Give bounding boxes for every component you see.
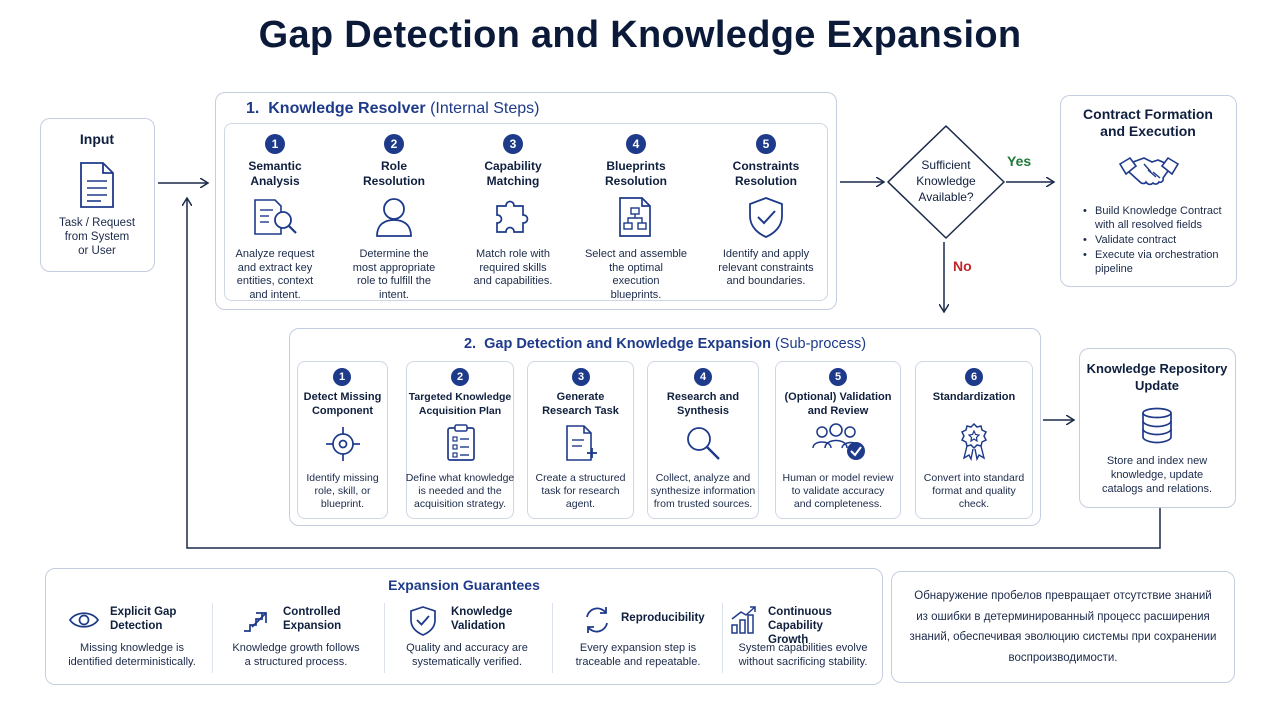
gap-heading: 2. Gap Detection and Knowledge Expansion…: [463, 336, 867, 352]
resolver-step-2-badge: 2: [384, 134, 404, 154]
resolver-heading: 1. Knowledge Resolver (Internal Steps): [246, 100, 540, 117]
search-document-icon: [254, 199, 297, 235]
document-icon: [80, 162, 114, 208]
checklist-icon: [447, 424, 475, 461]
gap-step-2-badge: 2: [451, 368, 469, 386]
resolver-step-4-badge: 4: [626, 134, 646, 154]
gap-detection-panel: 2. Gap Detection and Knowledge Expansion…: [289, 328, 1041, 526]
decision-no-label: No: [953, 258, 972, 274]
gap-step-6-title: Standardization: [932, 391, 1016, 403]
guarantee-divider: [722, 603, 723, 673]
growth-arrow-icon: [244, 612, 267, 632]
gap-step-4-badge: 4: [694, 368, 712, 386]
gap-step-3-badge: 3: [572, 368, 590, 386]
award-icon: [960, 422, 988, 462]
contract-bullet-2: Validate contract: [1083, 233, 1233, 247]
input-title: Input: [79, 131, 115, 147]
resolver-step-1-badge: 1: [265, 134, 285, 154]
team-check-icon: [812, 423, 865, 460]
guarantees-title: Expansion Guarantees: [388, 577, 540, 593]
new-document-icon: [566, 425, 597, 461]
guarantee-divider: [212, 603, 213, 673]
shield-check-icon: [410, 606, 436, 636]
target-icon: [326, 427, 360, 461]
gap-step-6-badge: 6: [965, 368, 983, 386]
gap-step-1-badge: 1: [333, 368, 351, 386]
handshake-icon: [1118, 156, 1180, 186]
guarantee-divider: [384, 603, 385, 673]
summary-note-text: Обнаружение пробелов превращает отсутств…: [909, 590, 1217, 664]
user-icon: [376, 198, 412, 237]
knowledge-resolver-panel: 1. Knowledge Resolver (Internal Steps) 1…: [215, 92, 837, 310]
refresh-icon: [586, 607, 608, 633]
puzzle-icon: [496, 200, 529, 233]
eye-icon: [68, 612, 100, 628]
decision-diamond: [887, 125, 1005, 239]
resolver-step-3-badge: 3: [503, 134, 523, 154]
page-title: Gap Detection and Knowledge Expansion: [258, 14, 1022, 56]
summary-note: Обнаружение пробелов превращает отсутств…: [891, 571, 1235, 683]
bar-growth-icon: [731, 606, 756, 634]
magnifier-icon: [687, 427, 720, 460]
blueprint-icon: [619, 197, 651, 237]
shield-check-icon: [749, 197, 783, 238]
guarantee-4-title: Reproducibility: [621, 612, 705, 624]
database-icon: [1142, 407, 1172, 444]
decision-yes-label: Yes: [1007, 153, 1032, 169]
resolver-step-5-badge: 5: [756, 134, 776, 154]
guarantee-divider: [552, 603, 553, 673]
arrow-feedback-loop: [187, 198, 1161, 549]
gap-step-5-badge: 5: [829, 368, 847, 386]
